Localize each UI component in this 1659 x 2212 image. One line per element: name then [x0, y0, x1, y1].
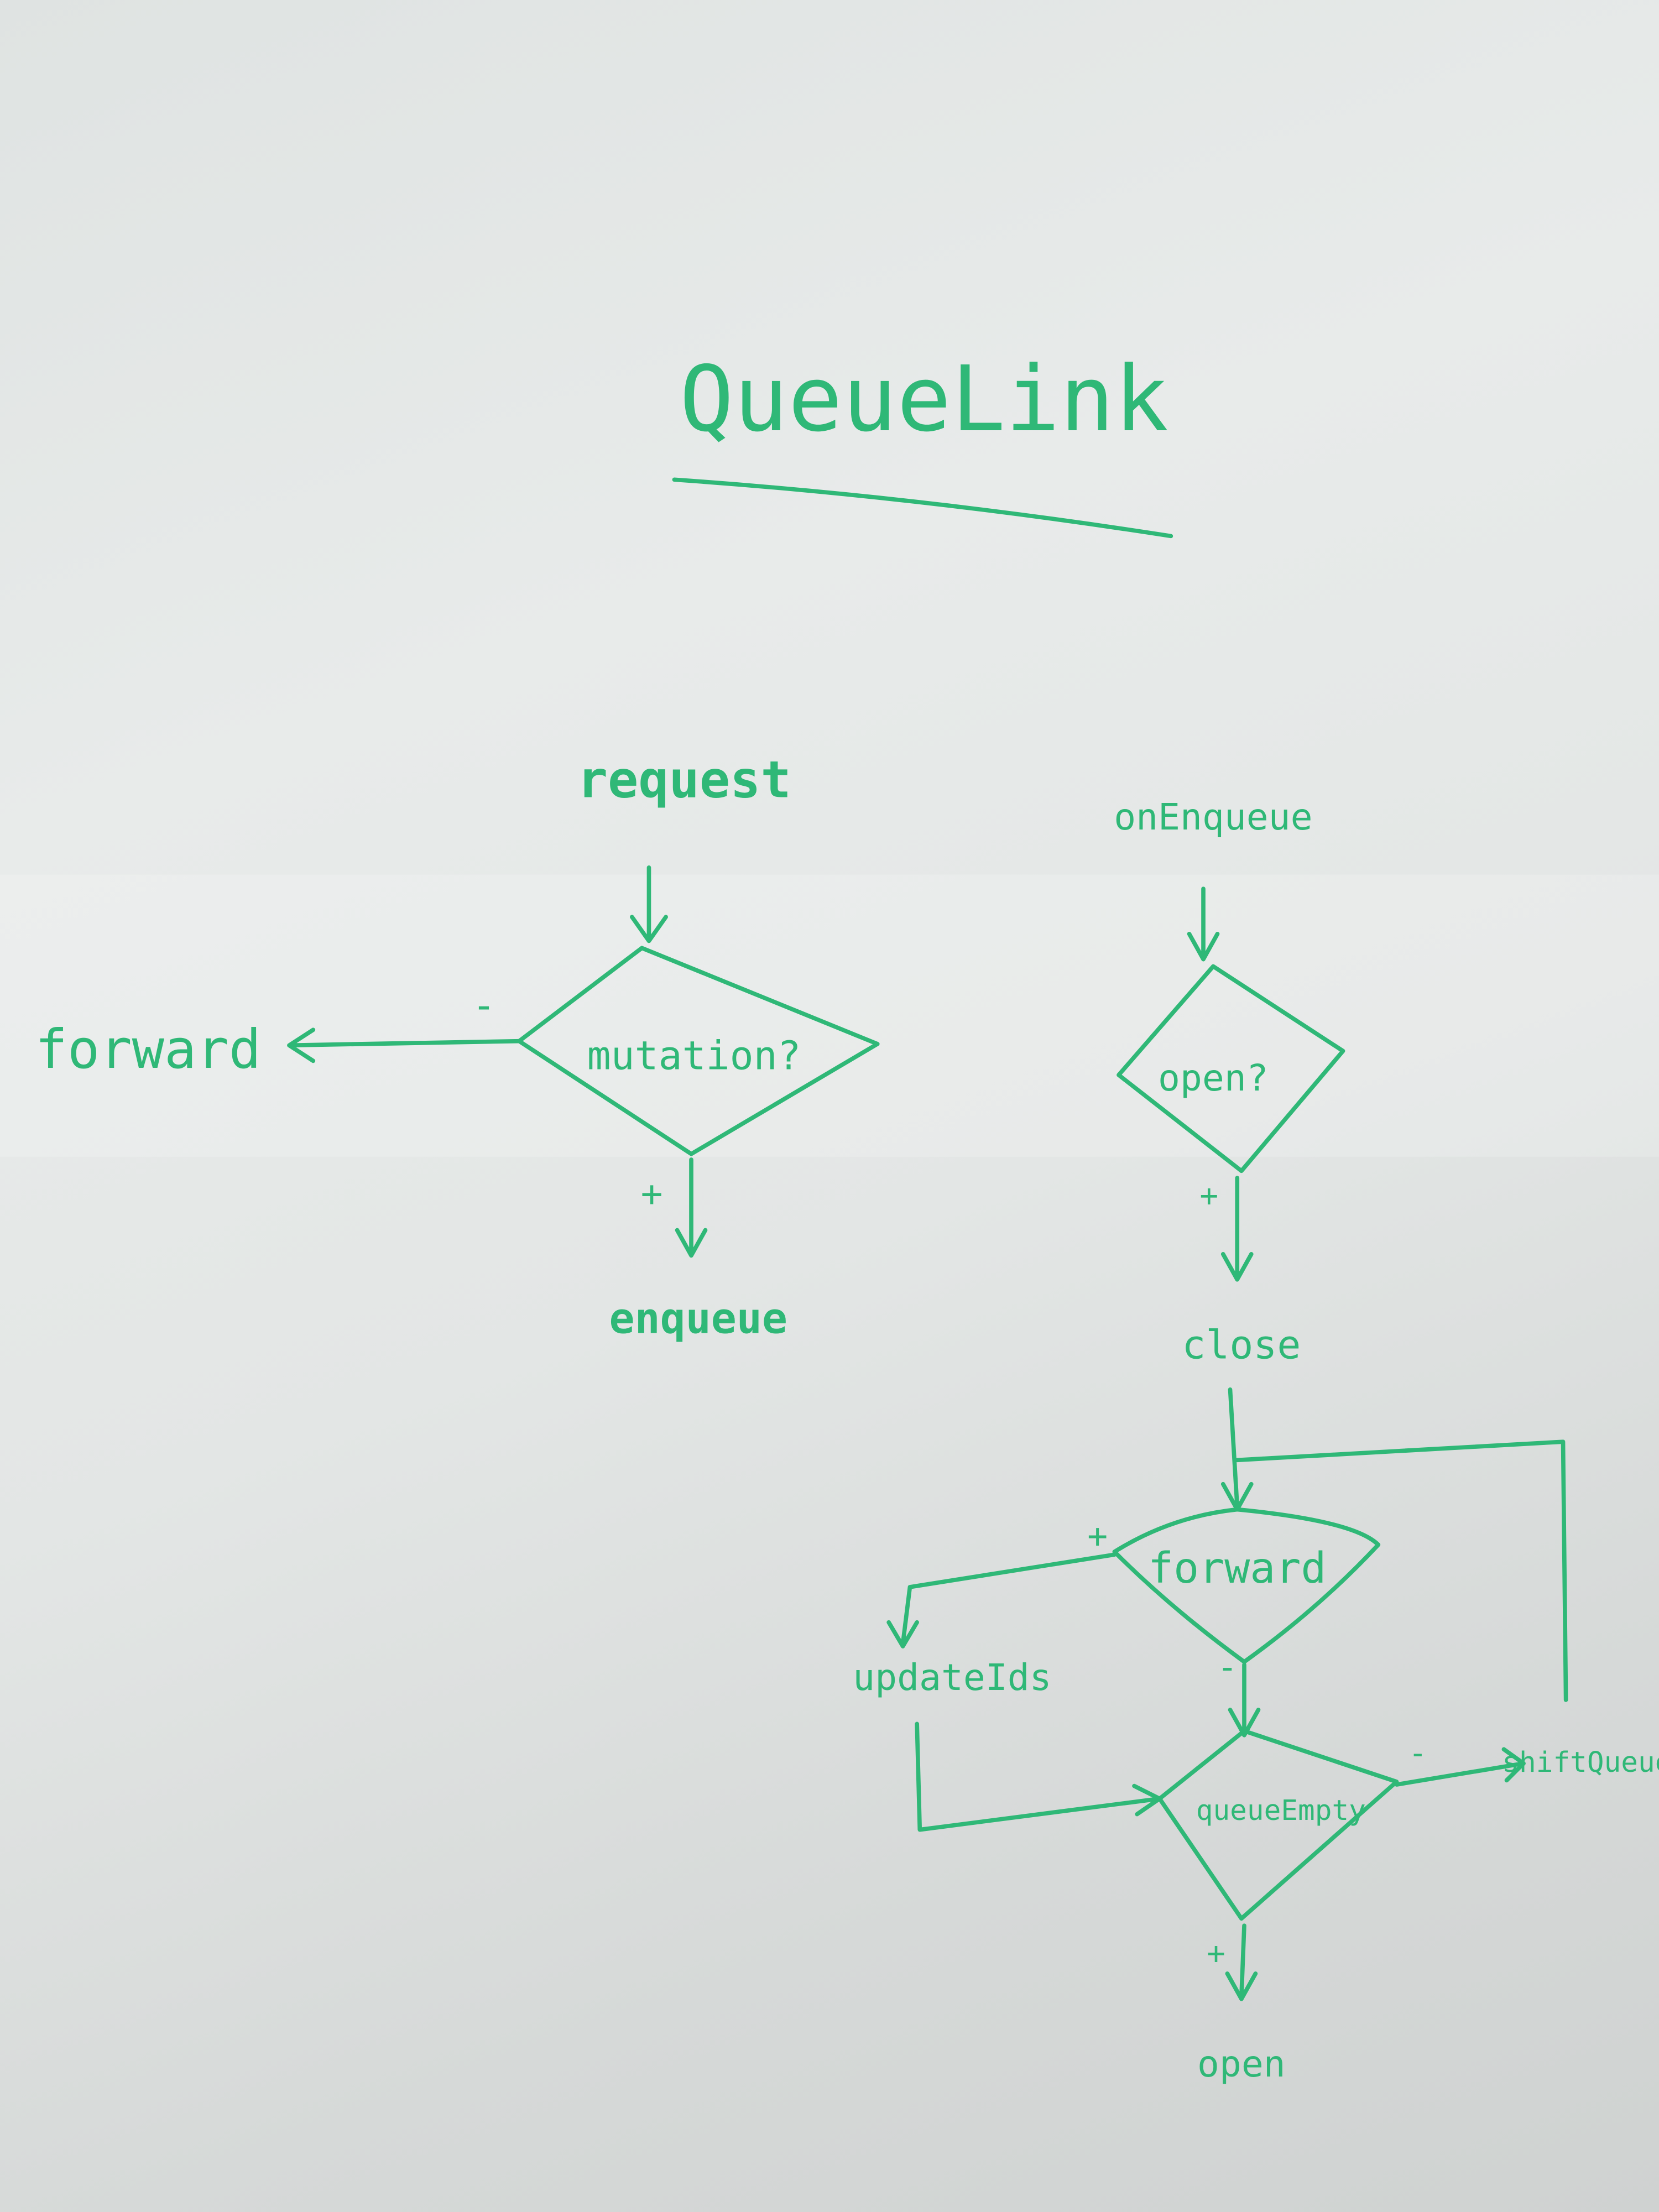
node-enqueue: enqueue	[609, 1295, 787, 1344]
node-shiftqueue: shiftQueue	[1502, 1746, 1659, 1779]
node-open: open	[1197, 2042, 1286, 2085]
decision-open	[1117, 964, 1345, 1173]
label-positive: +	[641, 1172, 663, 1215]
decision-forward-label: forward	[1148, 1544, 1326, 1593]
node-close: close	[1182, 1322, 1301, 1368]
node-updateids: updateIds	[853, 1656, 1051, 1699]
arrow-updateids-to-queueempty	[915, 1721, 1162, 1832]
arrow-queueempty-to-shiftqueue	[1394, 1747, 1526, 1787]
arrow-queueempty-to-open	[1225, 1923, 1258, 2001]
decision-forward	[1112, 1507, 1381, 1664]
label-queueempty-positive: +	[1207, 1936, 1225, 1971]
arrow-forward-to-queueempty	[1228, 1662, 1261, 1738]
arrow-onenqueue-to-open	[1187, 886, 1220, 962]
loop-shiftqueue-to-forward	[1235, 1439, 1568, 1702]
arrow-open-to-close	[1220, 1176, 1254, 1282]
decision-queueempty	[1157, 1729, 1399, 1921]
label-open-positive: +	[1199, 1178, 1218, 1214]
node-request: request	[577, 750, 791, 809]
arrow-mutation-to-enqueue	[675, 1157, 708, 1258]
decision-open-label: open?	[1158, 1056, 1269, 1099]
arrow-mutation-to-forward	[287, 1027, 521, 1063]
decision-queueempty-label: queueEmpty	[1196, 1794, 1366, 1827]
node-forward: forward	[35, 1018, 261, 1081]
label-forward-positive: +	[1087, 1516, 1108, 1556]
decision-mutation-label: mutation?	[587, 1033, 801, 1079]
node-onenqueue: onEnqueue	[1114, 795, 1312, 838]
label-queueempty-negative: -	[1408, 1735, 1427, 1771]
arrow-request-to-mutation	[630, 865, 668, 943]
glare	[0, 874, 1659, 1157]
decision-mutation	[517, 946, 880, 1156]
arrow-close-to-forward	[1220, 1387, 1254, 1512]
title-underline	[672, 477, 1173, 539]
arrow-forward-to-updateids	[886, 1552, 1117, 1648]
label-negative: -	[472, 982, 496, 1028]
title: QueueLink	[680, 346, 1169, 452]
label-forward-negative: -	[1217, 1648, 1238, 1687]
